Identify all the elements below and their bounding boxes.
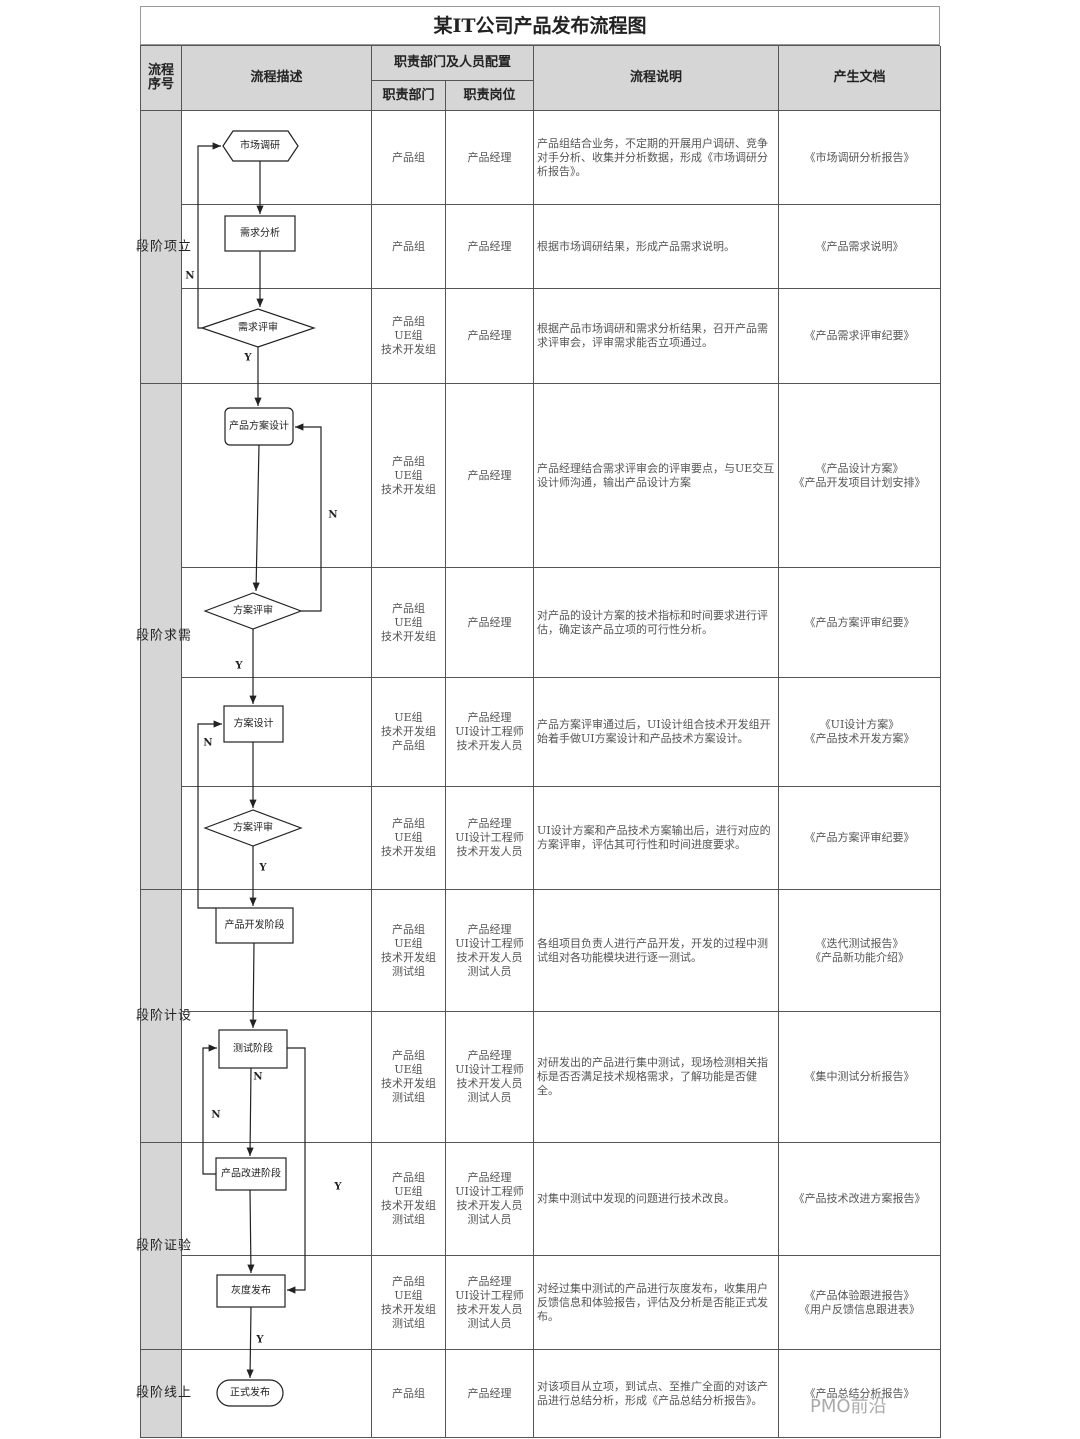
role-cell: 产品经理 UI设计工程师 技术开发人员: [446, 787, 534, 890]
watermark: PMO前沿: [810, 1396, 887, 1417]
desc-cell: 对经过集中测试的产品进行灰度发布，收集用户反馈信息和体验报告，评估及分析是否能正…: [534, 1256, 779, 1350]
phase-design: 设 计 阶 段: [133, 890, 190, 1143]
role-cell: 产品经理 UI设计工程师 技术开发人员 测试人员: [446, 1012, 534, 1143]
docs-cell: 《产品需求评审纪要》: [779, 289, 941, 384]
desc-cell: 对该项目从立项，到试点、至推广全面的对该产品进行总结分析，形成《产品总结分析报告…: [534, 1350, 779, 1438]
docs-cell: 《产品总结分析报告》: [779, 1350, 941, 1438]
docs-cell: 《UI设计方案》 《产品技术开发方案》: [779, 678, 941, 787]
role-cell: 产品经理 UI设计工程师 技术开发人员 测试人员: [446, 1256, 534, 1350]
dept-cell: 产品组: [372, 205, 446, 289]
flow-cell: [182, 384, 372, 568]
role-cell: 产品经理: [446, 568, 534, 678]
dept-cell: 产品组 UE组 技术开发组 测试组: [372, 890, 446, 1012]
page-title: 某IT公司产品发布流程图: [140, 6, 940, 45]
flow-cell: [182, 1256, 372, 1350]
flow-cell: [182, 890, 372, 1012]
desc-cell: UI设计方案和产品技术方案输出后，进行对应的方案评审，评估其可行性和时间进度要求…: [534, 787, 779, 890]
docs-cell: 《产品设计方案》 《产品开发项目计划安排》: [779, 384, 941, 568]
dept-cell: 产品组: [372, 111, 446, 205]
role-cell: 产品经理: [446, 289, 534, 384]
dept-cell: 产品组 UE组 技术开发组: [372, 568, 446, 678]
docs-cell: 《产品方案评审纪要》: [779, 568, 941, 678]
docs-cell: 《产品体验跟进报告》 《用户反馈信息跟进表》: [779, 1256, 941, 1350]
desc-cell: 各组项目负责人进行产品开发，开发的过程中测试组对各功能模块进行逐一测试。: [534, 890, 779, 1012]
dept-cell: 产品组 UE组 技术开发组: [372, 787, 446, 890]
role-cell: 产品经理: [446, 384, 534, 568]
desc-cell: 产品经理结合需求评审会的评审要点，与UE交互设计师沟通，输出产品设计方案: [534, 384, 779, 568]
dept-cell: 产品组: [372, 1350, 446, 1438]
process-table: 流程 序号 流程描述 职责部门及人员配置 职责部门 职责岗位 流程说明 产生文档…: [133, 45, 941, 1438]
docs-cell: 《产品技术改进方案报告》: [779, 1143, 941, 1256]
dept-cell: UE组 技术开发组 产品组: [372, 678, 446, 787]
docs-cell: 《集中测试分析报告》: [779, 1012, 941, 1143]
role-cell: 产品经理 UI设计工程师 技术开发人员 测试人员: [446, 890, 534, 1012]
role-cell: 产品经理: [446, 1350, 534, 1438]
flow-cell: [182, 787, 372, 890]
docs-cell: 《产品方案评审纪要》: [779, 787, 941, 890]
header-seq: 流程 序号: [141, 46, 182, 111]
flow-cell: [182, 1143, 372, 1256]
dept-cell: 产品组 UE组 技术开发组 测试组: [372, 1012, 446, 1143]
dept-cell: 产品组 UE组 技术开发组 测试组: [372, 1143, 446, 1256]
desc-cell: 产品方案评审通过后，UI设计组合技术开发组开始着手做UI方案设计和产品技术方案设…: [534, 678, 779, 787]
flow-cell: [182, 568, 372, 678]
flow-cell: [182, 205, 372, 289]
desc-cell: 根据产品市场调研和需求分析结果，召开产品需求评审会，评审需求能否立项通过。: [534, 289, 779, 384]
header-dept: 职责部门: [372, 81, 446, 111]
docs-cell: 《产品需求说明》: [779, 205, 941, 289]
desc-cell: 对产品的设计方案的技术指标和时间要求进行评估，确定该产品立项的可行性分析。: [534, 568, 779, 678]
header-flow: 流程描述: [182, 46, 372, 111]
flow-cell: [182, 111, 372, 205]
flow-cell: [182, 1350, 372, 1438]
dept-cell: 产品组 UE组 技术开发组: [372, 289, 446, 384]
desc-cell: 根据市场调研结果，形成产品需求说明。: [534, 205, 779, 289]
phase-initiation: 立 项 阶 段: [133, 111, 190, 384]
phase-launch: 上 线 阶 段: [133, 1350, 190, 1438]
header-desc: 流程说明: [534, 46, 779, 111]
phase-verification: 验 证 阶 段: [133, 1143, 190, 1350]
role-cell: 产品经理 UI设计工程师 技术开发人员 测试人员: [446, 1143, 534, 1256]
dept-cell: 产品组 UE组 技术开发组 测试组: [372, 1256, 446, 1350]
docs-cell: 《市场调研分析报告》: [779, 111, 941, 205]
role-cell: 产品经理: [446, 205, 534, 289]
desc-cell: 产品组结合业务，不定期的开展用户调研、竞争对手分析、收集并分析数据，形成《市场调…: [534, 111, 779, 205]
header-dept-group: 职责部门及人员配置: [372, 46, 534, 81]
role-cell: 产品经理: [446, 111, 534, 205]
flow-cell: [182, 678, 372, 787]
flow-cell: [182, 1012, 372, 1143]
dept-cell: 产品组 UE组 技术开发组: [372, 384, 446, 568]
desc-cell: 对集中测试中发现的问题进行技术改良。: [534, 1143, 779, 1256]
phase-requirements: 需 求 阶 段: [133, 384, 190, 890]
role-cell: 产品经理 UI设计工程师 技术开发人员: [446, 678, 534, 787]
header-role: 职责岗位: [446, 81, 534, 111]
desc-cell: 对研发出的产品进行集中测试，现场检测相关指标是否否满足技术规格需求，了解功能是否…: [534, 1012, 779, 1143]
docs-cell: 《迭代测试报告》 《产品新功能介绍》: [779, 890, 941, 1012]
flow-cell: [182, 289, 372, 384]
header-docs: 产生文档: [779, 46, 941, 111]
